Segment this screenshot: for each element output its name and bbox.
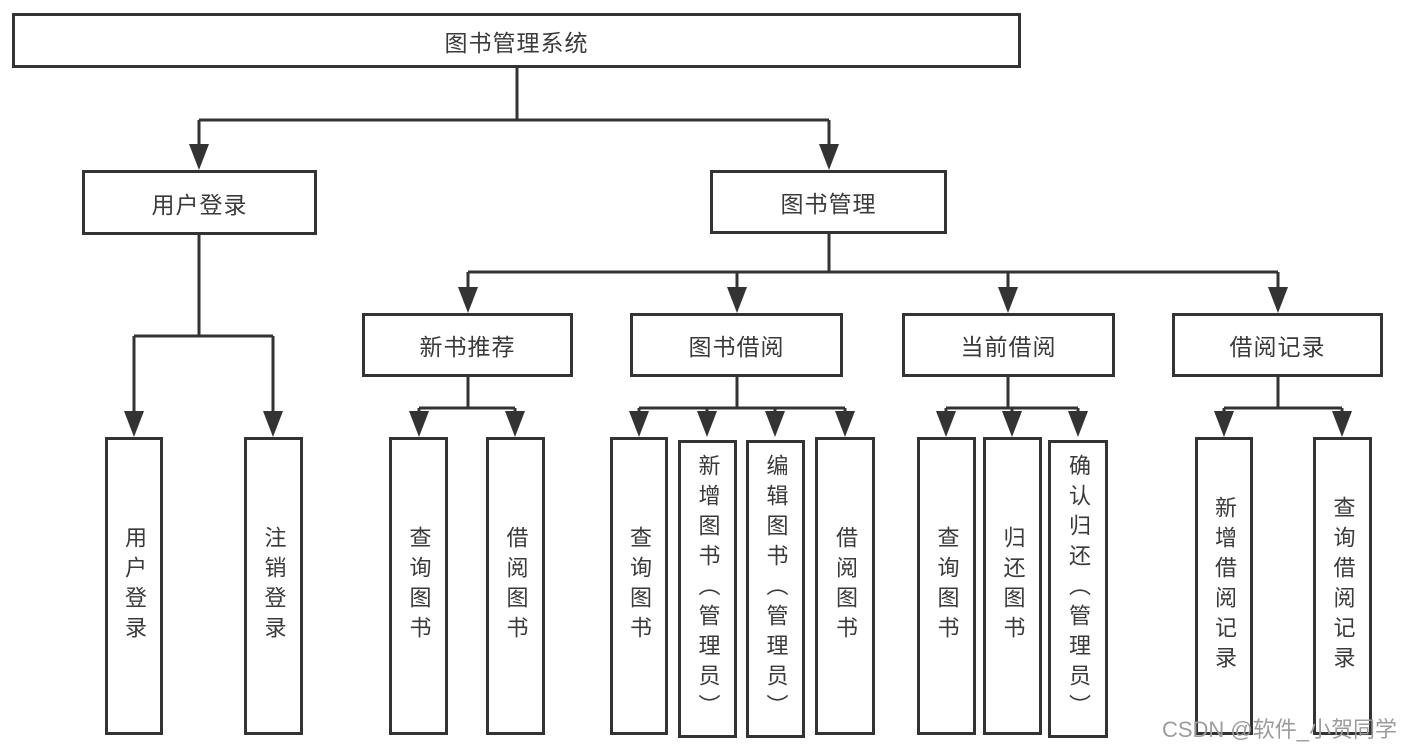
- node-label: 注销登录: [261, 526, 287, 646]
- node-book-borrowing: 图书借阅: [630, 313, 843, 377]
- node-book-management: 图书管理: [710, 170, 947, 234]
- node-current-borrowing: 当前借阅: [902, 313, 1115, 377]
- node-label: 借阅图书: [503, 526, 529, 646]
- node-bb-edit-books-admin: 编辑图书（管理员）: [746, 440, 805, 738]
- node-label: 借阅记录: [1229, 334, 1326, 360]
- node-bb-add-books-admin: 新增图书（管理员）: [678, 440, 737, 738]
- node-cb-confirm-return-admin: 确认归还（管理员）: [1048, 440, 1108, 738]
- node-nbr-query-books: 查询图书: [389, 437, 448, 735]
- node-label: 用户登录: [122, 526, 147, 646]
- node-login: 用户登录: [105, 437, 163, 735]
- node-label: 用户登录: [151, 191, 248, 218]
- node-label: 归还图书: [1000, 526, 1026, 646]
- node-label: 当前借阅: [960, 334, 1057, 360]
- node-br-add-record: 新增借阅记录: [1195, 437, 1253, 735]
- node-cb-query-books: 查询图书: [917, 437, 976, 735]
- node-br-query-record: 查询借阅记录: [1313, 437, 1372, 735]
- node-user-login: 用户登录: [82, 170, 317, 235]
- node-label: 图书管理系统: [444, 29, 589, 56]
- node-cb-return-books: 归还图书: [983, 437, 1042, 735]
- node-bb-query-books: 查询图书: [610, 437, 668, 735]
- node-logout: 注销登录: [244, 437, 303, 735]
- watermark-csdn: CSDN @软件_小贺同学: [1161, 717, 1397, 742]
- node-label: 新增图书（管理员）: [695, 454, 721, 724]
- node-label: 查询图书: [627, 526, 652, 646]
- node-borrow-records: 借阅记录: [1172, 313, 1383, 377]
- node-root-library-system: 图书管理系统: [12, 13, 1021, 68]
- node-label: 借阅图书: [833, 526, 858, 646]
- node-new-book-recommend: 新书推荐: [362, 313, 573, 377]
- node-label: 图书管理: [780, 191, 877, 217]
- node-label: 编辑图书（管理员）: [763, 454, 789, 724]
- node-bb-borrow-books: 借阅图书: [815, 437, 875, 735]
- node-label: 新增借阅记录: [1212, 496, 1237, 676]
- node-nbr-borrow-books: 借阅图书: [486, 437, 545, 735]
- node-label: 图书借阅: [688, 334, 785, 360]
- node-label: 新书推荐: [419, 334, 516, 360]
- node-label: 查询图书: [934, 526, 960, 646]
- node-label: 查询借阅记录: [1330, 496, 1356, 676]
- node-label: 查询图书: [406, 526, 432, 646]
- node-label: 确认归还（管理员）: [1066, 454, 1091, 724]
